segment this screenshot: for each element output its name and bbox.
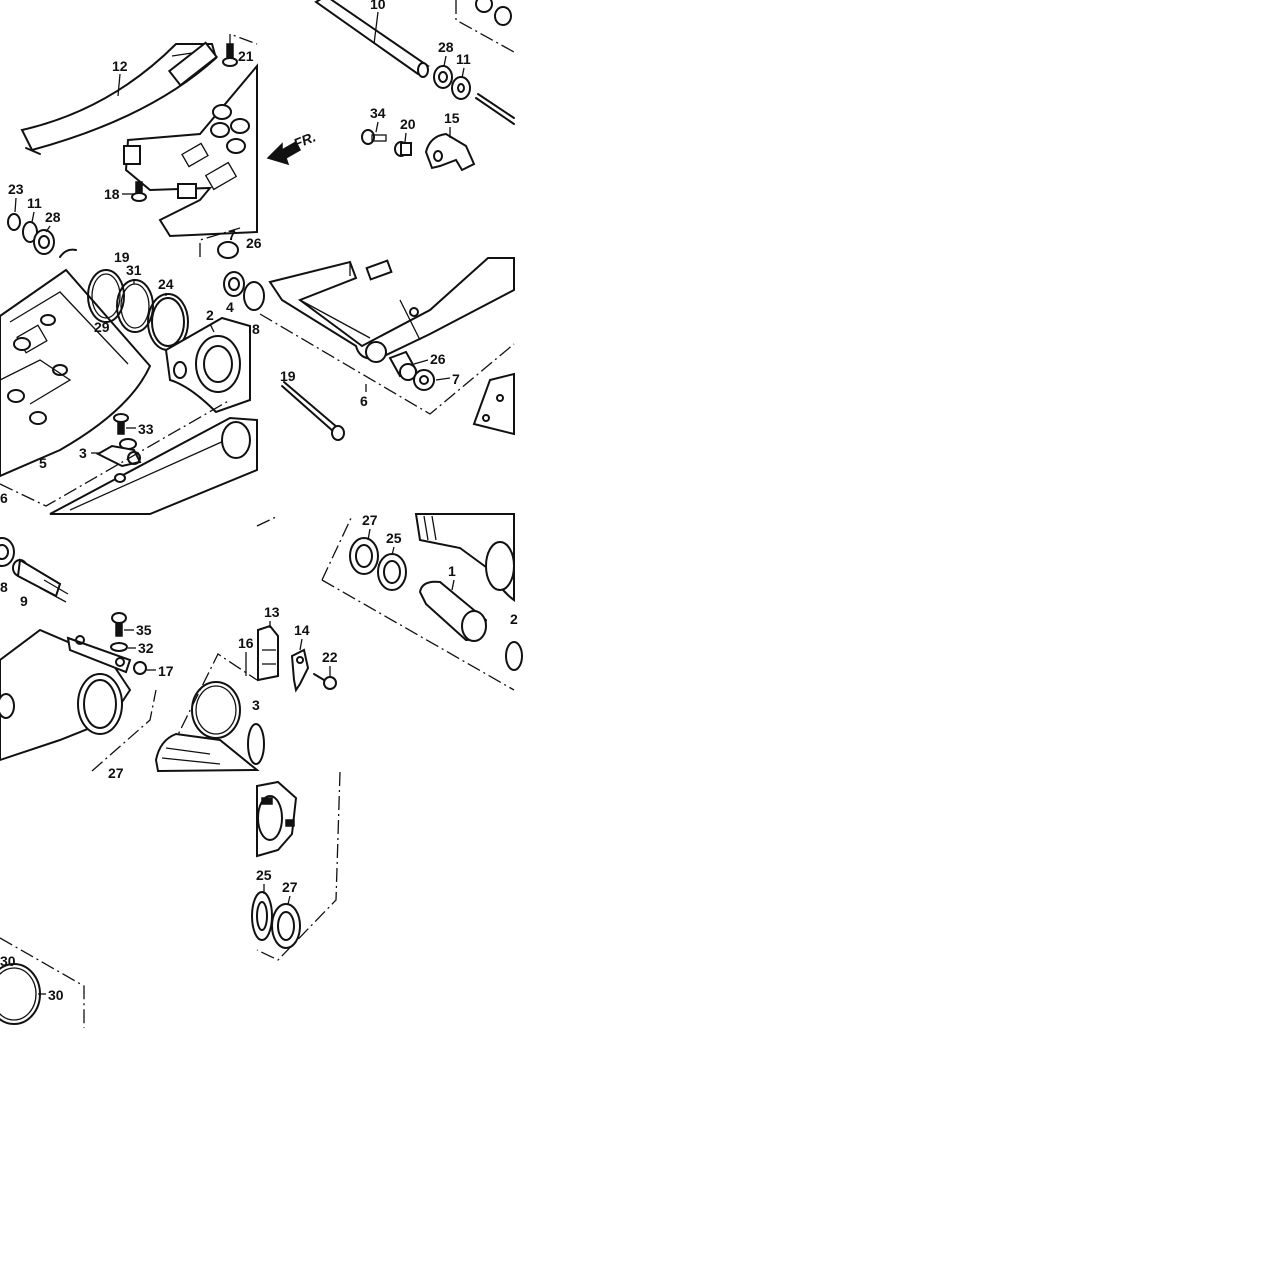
swingarm-arm-lower-left — [49, 416, 258, 515]
callout-27: 27 — [282, 879, 298, 895]
bolt-22-part — [313, 673, 337, 690]
bolt-34-part — [361, 129, 387, 145]
bearing-washer-part — [433, 65, 471, 100]
callout-27: 27 — [362, 512, 378, 528]
callout-30: 30 — [0, 953, 16, 969]
callout-17: 17 — [158, 663, 174, 679]
callout-29: 29 — [94, 319, 110, 335]
swingarm-tube-part — [0, 628, 132, 762]
drive-boot-part — [154, 732, 260, 773]
swingarm-body-part — [268, 257, 515, 363]
callout-35: 35 — [136, 622, 152, 638]
callout-34: 34 — [370, 105, 386, 121]
bracket-14-part — [290, 648, 310, 693]
chain-case-part — [0, 268, 152, 478]
callout-25: 25 — [386, 530, 402, 546]
final-drive-housing-part — [414, 513, 523, 671]
callout-14: 14 — [294, 622, 310, 638]
bearing-8-part — [0, 537, 15, 567]
callout-6: 6 — [0, 490, 8, 506]
tile-lower-center: 27 25 1 2 13 14 — [256, 512, 523, 693]
callout-16: 16 — [238, 635, 254, 651]
callout-11: 11 — [27, 195, 42, 211]
callout-8: 8 — [0, 579, 8, 595]
callout-3: 3 — [252, 697, 260, 713]
callout-20: 20 — [400, 116, 416, 132]
seal-27-bearing-25 — [349, 537, 407, 591]
callout-15: 15 — [444, 110, 460, 126]
callout-28: 28 — [45, 209, 61, 225]
callout-19: 19 — [280, 368, 296, 384]
spacer-1-part — [418, 580, 488, 642]
collar-20-part — [394, 141, 412, 157]
tile-bottom-left: 30 30 — [0, 937, 85, 1028]
callout-3: 3 — [79, 445, 87, 461]
callout-12: 12 — [112, 58, 128, 74]
right-bracket-partial — [472, 372, 515, 436]
nut-4-part — [223, 271, 265, 311]
flange-plate-part — [164, 316, 251, 414]
callout-2: 2 — [510, 611, 518, 627]
nut-7-partial — [199, 227, 241, 259]
bolt-18-part — [131, 181, 147, 202]
callout-27: 27 — [108, 765, 124, 781]
collar-26-nut-7 — [388, 350, 435, 391]
bearing-25-seal-27 — [251, 891, 301, 949]
callout-31: 31 — [126, 262, 142, 278]
callout-21: 21 — [238, 48, 254, 64]
callout-4: 4 — [226, 299, 234, 315]
tile-bottom-center: 25 27 — [251, 771, 341, 961]
callout-7: 7 — [452, 371, 460, 387]
block-13-part — [257, 624, 279, 682]
tile-middle-left: 29 31 24 2 4 8 33 3 — [0, 262, 265, 515]
housing-fragment-part — [256, 780, 298, 858]
chain-guard-plate-part — [123, 63, 258, 238]
tile-middle-center: 26 7 6 19 — [259, 257, 515, 441]
callout-22: 22 — [322, 649, 338, 665]
callout-25: 25 — [256, 867, 272, 883]
front-direction-arrow-icon — [266, 140, 301, 166]
chain-slider-part — [20, 41, 219, 155]
bracket-15-part — [424, 132, 476, 172]
stud-9-part — [12, 558, 69, 603]
callout-26: 26 — [246, 235, 262, 251]
callout-7: 7 — [228, 227, 236, 243]
callout-23: 23 — [8, 181, 24, 197]
pivot-shaft-part — [314, 0, 430, 78]
callout-9: 9 — [20, 593, 28, 609]
bolt-35-washer-32 — [110, 612, 147, 675]
seal-rings-part — [87, 269, 189, 351]
callout-8: 8 — [252, 321, 260, 337]
callout-1: 1 — [448, 563, 456, 579]
callout-32: 32 — [138, 640, 154, 656]
pivot-bolt-19-part — [281, 381, 345, 441]
callout-24: 24 — [158, 276, 174, 292]
callout-6: 6 — [360, 393, 368, 409]
callout-2: 2 — [206, 307, 214, 323]
tile-upper-left: 12 21 18 23 11 28 7 26 19 — [7, 33, 262, 265]
callout-33: 33 — [138, 421, 154, 437]
upper-right-bushings — [455, 0, 515, 53]
callout-30-right: 30 — [48, 987, 64, 1003]
front-direction-label: FR. — [291, 128, 318, 151]
callout-11: 11 — [456, 51, 471, 67]
callout-28: 28 — [438, 39, 454, 55]
tile-lower-left: 8 9 35 32 17 — [0, 537, 265, 781]
callout-18: 18 — [104, 186, 120, 202]
callout-19: 19 — [114, 249, 130, 265]
callout-26: 26 — [430, 351, 446, 367]
pivot-nut-washer-bearing — [7, 213, 77, 258]
bolt-33-clamp-3 — [95, 413, 142, 468]
callout-13: 13 — [264, 604, 280, 620]
callout-10: 10 — [370, 0, 386, 12]
callout-5: 5 — [39, 455, 47, 471]
tile-upper-center: 10 28 11 34 20 — [266, 0, 515, 172]
